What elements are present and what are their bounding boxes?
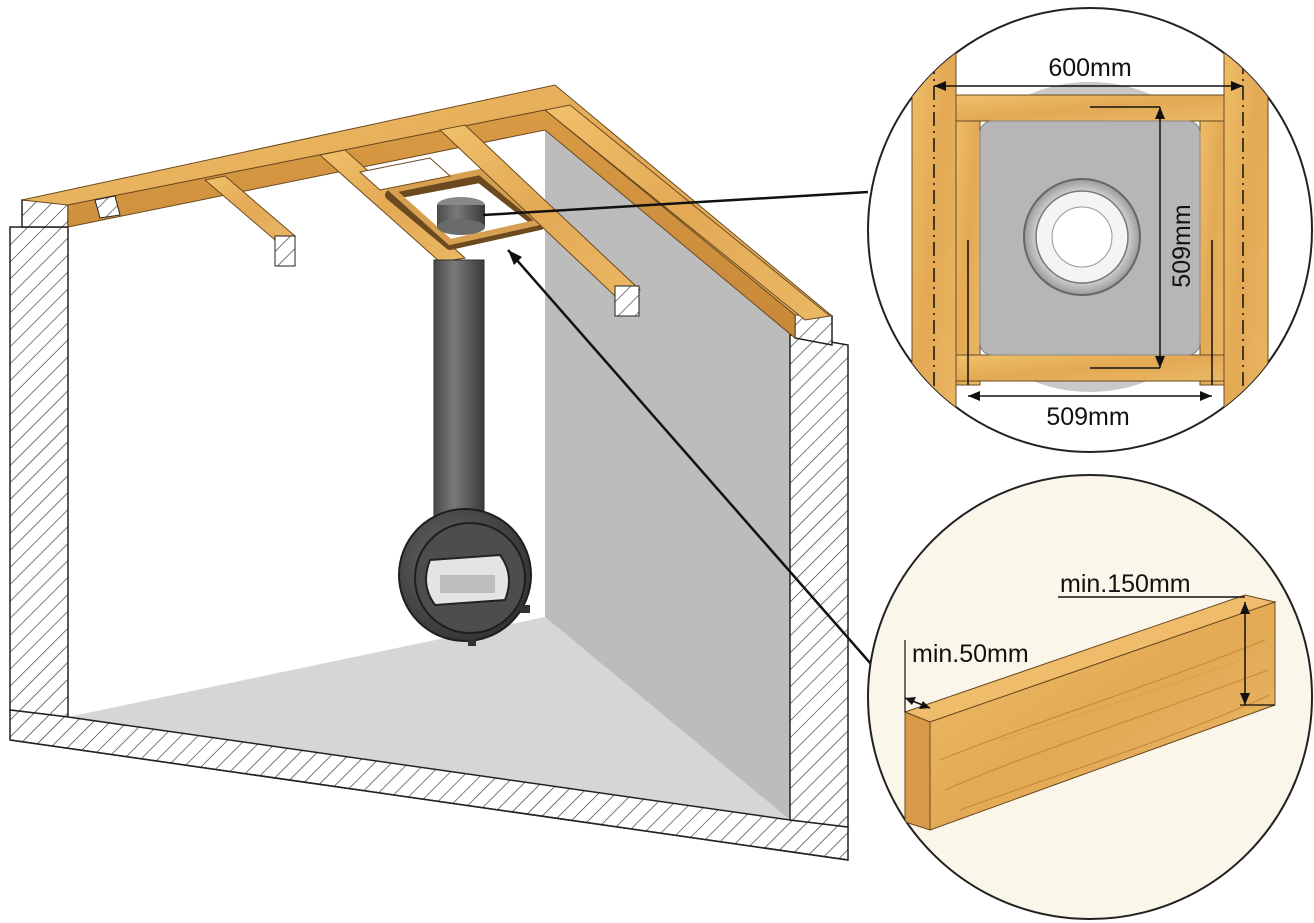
room-section [9,130,849,861]
dim-min-50mm: min.50mm [912,640,1029,668]
back-wall [545,130,790,820]
dim-509mm-vertical: 509mm [1168,204,1196,287]
dim-600mm: 600mm [1048,54,1131,82]
leader-lines [482,190,879,673]
joist-1 [94,195,121,219]
ceiling-joists [21,84,834,340]
dim-min-150mm: min.150mm [1060,570,1191,598]
callout-bottom-beam-detail: min.150mm min.50mm [867,474,1313,920]
flue-pipe [433,259,485,531]
beam-end-face [904,711,931,831]
leader-to-top-callout [482,190,869,217]
dim-509mm-horizontal: 509mm [1046,403,1129,431]
joist-5 [543,104,832,321]
leader-to-bottom-callout [507,249,879,673]
left-wall-hatched [9,226,69,718]
floor-surface [68,617,790,820]
right-trimmer [1223,8,1269,452]
stove-assembly [398,197,532,646]
callout-top-plan-view: 600mm 509mm 509mm [867,7,1313,453]
joist-3 [318,149,467,263]
top-header [955,94,1225,122]
